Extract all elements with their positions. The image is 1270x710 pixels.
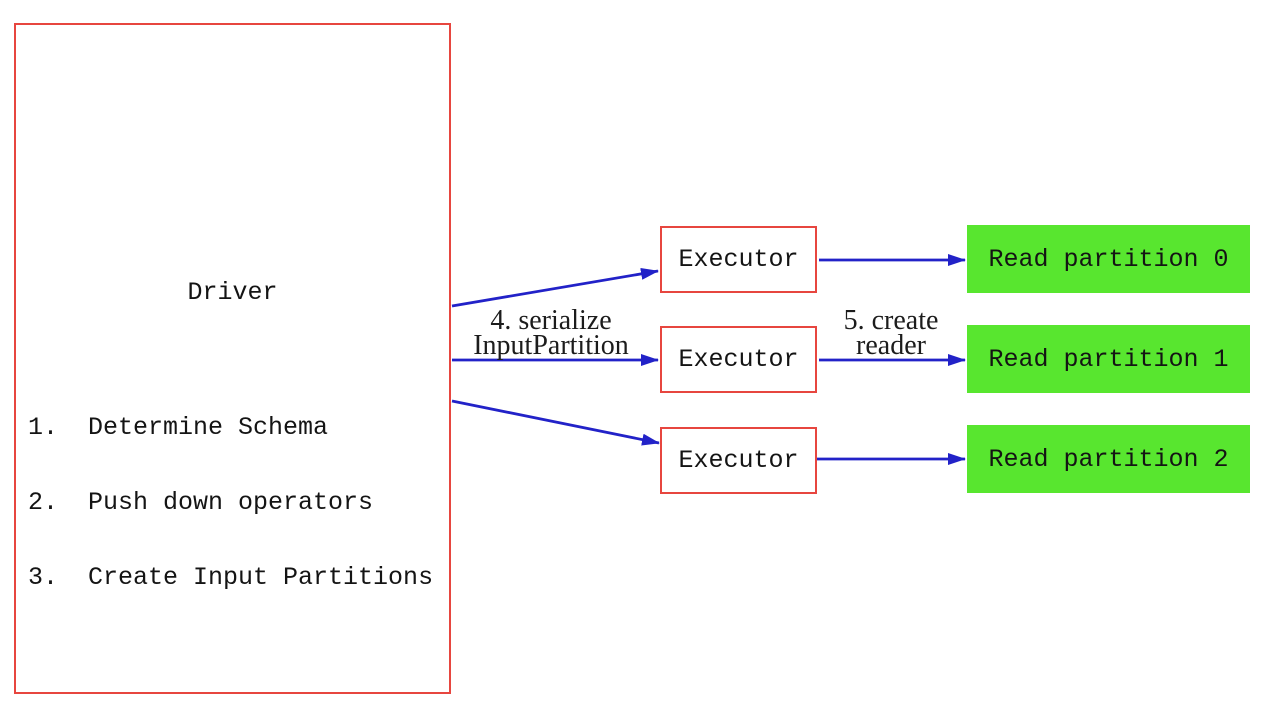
driver-box: Driver 1. Determine Schema 2. Push down … [14, 23, 451, 694]
driver-step-2: 2. Push down operators [28, 488, 374, 517]
edge-label-serialize-line-2: InputPartition [473, 330, 629, 361]
executor-label-1: Executor [678, 245, 799, 274]
edge-label-create-reader: 5. create reader [843, 305, 939, 361]
read-partition-label-2: Read partition 2 [988, 444, 1229, 474]
read-partition-box-2: Read partition 2 [967, 425, 1250, 493]
driver-step-1: 1. Determine Schema [28, 413, 329, 442]
driver-step-3: 3. Create Input Partitions [28, 563, 434, 592]
executor-box-3: Executor [660, 427, 817, 494]
edge-label-serialize-line-1: 4. serialize [490, 305, 612, 336]
executor-box-2: Executor [660, 326, 817, 393]
executor-label-3: Executor [678, 446, 799, 475]
arrow-driver-to-executor-1 [451, 267, 659, 308]
executor-box-1: Executor [660, 226, 817, 293]
edge-label-serialize-input-partition: 4. serialize InputPartition [473, 305, 629, 361]
edge-label-reader-line-1: 5. create [843, 305, 939, 336]
read-partition-label-1: Read partition 1 [988, 344, 1229, 374]
driver-title: Driver [187, 278, 278, 307]
read-partition-label-0: Read partition 0 [988, 244, 1229, 274]
read-partition-box-0: Read partition 0 [967, 225, 1250, 293]
edge-label-reader-line-2: reader [856, 330, 926, 361]
driver-steps: 1. Determine Schema 2. Push down operato… [28, 365, 433, 640]
executor-label-2: Executor [678, 345, 799, 374]
read-partition-box-1: Read partition 1 [967, 325, 1250, 393]
arrow-driver-to-executor-3 [451, 399, 660, 446]
